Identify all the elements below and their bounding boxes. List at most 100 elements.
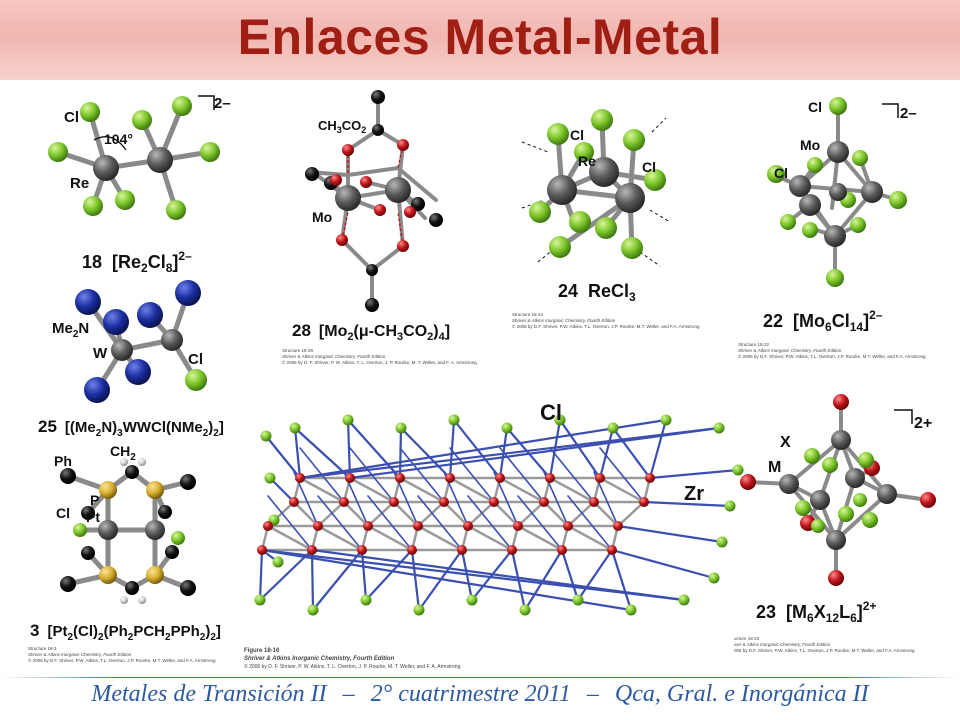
structures-figure: Cl 104° Re 2– 18[Re2Cl8]2– Me2N W Cl 25[… bbox=[0, 80, 960, 675]
lattice-zirconium-atom bbox=[557, 545, 567, 555]
credit-line: © 2006 by D. F. Shriver, P. W. Atkins, T… bbox=[282, 359, 477, 365]
lattice-bond bbox=[449, 447, 495, 503]
nitrogen-atom bbox=[137, 302, 163, 328]
nitrogen-atom bbox=[125, 359, 151, 385]
ligand-atom bbox=[920, 492, 936, 508]
hydrogen-atom bbox=[138, 458, 146, 466]
lattice-bond bbox=[316, 500, 346, 528]
credit-line: Shriver & Atkins Inorganic Chemistry, Fo… bbox=[512, 318, 616, 323]
lattice-bond bbox=[410, 548, 421, 612]
carbon-atom bbox=[125, 581, 139, 595]
lattice-zirconium-atom bbox=[307, 545, 317, 555]
lattice-bond bbox=[366, 500, 396, 528]
lattice-bond bbox=[567, 495, 613, 551]
carbon-atom bbox=[365, 298, 379, 312]
lattice-bond bbox=[448, 476, 496, 504]
lattice-zirconium-atom bbox=[389, 497, 399, 507]
chlorine-atom bbox=[852, 150, 868, 166]
lattice-zirconium-atom bbox=[595, 473, 605, 483]
lattice-bond bbox=[267, 495, 313, 551]
footer-course: Metales de Transición II bbox=[91, 681, 327, 707]
carbon-atom bbox=[411, 197, 425, 211]
lattice-bond bbox=[366, 524, 414, 552]
phenyl-carbon bbox=[81, 546, 95, 560]
lattice-bond bbox=[560, 548, 580, 602]
credit-line: Structure 18-3 bbox=[28, 646, 57, 651]
structure-m6x12l6: X M 2+ 23[M6X12L6]2+ ucture 18-23 iver &… bbox=[734, 394, 936, 653]
structures-svg: Cl 104° Re 2– 18[Re2Cl8]2– Me2N W Cl 25[… bbox=[28, 90, 936, 670]
chlorine-atom bbox=[621, 237, 643, 259]
lattice-bond bbox=[317, 495, 363, 551]
molybdenum-atom bbox=[789, 175, 811, 197]
lattice-bond bbox=[258, 548, 314, 602]
rhenium-atom bbox=[93, 155, 119, 181]
chlorine-atom bbox=[48, 142, 68, 162]
credit-line: Shriver & Atkins Inorganic Chemistry, Fo… bbox=[28, 652, 132, 657]
chlorine-atom bbox=[807, 157, 823, 173]
lattice-bond bbox=[648, 468, 740, 480]
lattice-bond bbox=[293, 426, 352, 480]
chlorine-atom bbox=[623, 129, 645, 151]
molybdenum-atom bbox=[824, 225, 846, 247]
footer-term: 2° cuatrimestre 2011 bbox=[370, 681, 571, 707]
oxygen-atom bbox=[404, 206, 416, 218]
lattice-zirconium-atom bbox=[313, 521, 323, 531]
lattice-zirconium-atom bbox=[607, 545, 617, 555]
metal-atom bbox=[877, 484, 897, 504]
lattice-bond bbox=[566, 524, 614, 552]
halide-atom bbox=[804, 448, 820, 464]
lattice-bond bbox=[299, 447, 345, 503]
lattice-bond bbox=[346, 418, 352, 480]
label-charge: 2– bbox=[214, 95, 231, 112]
lattice-bond bbox=[298, 418, 668, 480]
phenyl-carbon bbox=[180, 474, 196, 490]
lattice-zirconium-atom bbox=[463, 521, 473, 531]
oxygen-atom bbox=[360, 176, 372, 188]
credit-line: Shriver & Atkins Inorganic Chemistry, Fo… bbox=[244, 656, 395, 662]
lattice-bond bbox=[517, 495, 563, 551]
lattice-zirconium-atom bbox=[563, 521, 573, 531]
lattice-chlorine-atom bbox=[360, 594, 372, 606]
metal-atom bbox=[810, 490, 830, 510]
platinum-atom bbox=[98, 520, 118, 540]
lattice-chlorine-atom bbox=[519, 604, 531, 616]
nitrogen-atom bbox=[103, 309, 129, 335]
lattice-zirconium-atom bbox=[645, 473, 655, 483]
lattice-bond bbox=[417, 495, 463, 551]
oxygen-atom bbox=[336, 234, 348, 246]
credit-line: Shriver & Atkins Inorganic Chemistry, Fo… bbox=[738, 348, 842, 353]
structure-w2cl-nme2: Me2N W Cl 25[(Me2N)3WWCl(NMe2)2] bbox=[38, 280, 224, 439]
hydrogen-atom bbox=[120, 458, 128, 466]
lattice-bond bbox=[258, 548, 264, 602]
phosphorus-atom bbox=[146, 481, 164, 499]
lattice-bond bbox=[467, 495, 513, 551]
lattice-bond bbox=[268, 476, 296, 504]
lattice-bond bbox=[310, 548, 686, 602]
phenyl-carbon bbox=[180, 580, 196, 596]
lattice-zirconium-atom bbox=[513, 521, 523, 531]
lattice-chlorine-atom bbox=[501, 422, 513, 434]
ligand-atom bbox=[740, 474, 756, 490]
lattice-chlorine-atom bbox=[708, 572, 720, 584]
structure-pt2-dppm: Ph CH2 P Cl Pt 3[Pt2(Cl)2(Ph2PCH2PPh2)2]… bbox=[28, 443, 221, 663]
label-m: M bbox=[768, 459, 781, 476]
lattice-zirconium-atom bbox=[257, 545, 267, 555]
metal-atom bbox=[831, 430, 851, 450]
label-w: W bbox=[93, 345, 108, 362]
nitrogen-atom bbox=[175, 280, 201, 306]
lattice-zirconium-atom bbox=[439, 497, 449, 507]
lattice-bond bbox=[516, 524, 564, 552]
oxygen-atom bbox=[342, 144, 354, 156]
phenyl-carbon bbox=[60, 468, 76, 484]
lattice-bond bbox=[264, 434, 302, 480]
lattice-bond bbox=[346, 418, 402, 480]
lattice-bond bbox=[293, 426, 302, 480]
lattice-bond bbox=[542, 500, 570, 528]
lattice-zirconium-atom bbox=[639, 497, 649, 507]
chlorine-atom bbox=[829, 97, 847, 115]
chlorine-atom bbox=[574, 142, 594, 162]
lattice-bond bbox=[416, 500, 446, 528]
chlorine-atom bbox=[529, 201, 551, 223]
label-p: P bbox=[90, 492, 99, 508]
lattice-bond bbox=[598, 476, 646, 504]
